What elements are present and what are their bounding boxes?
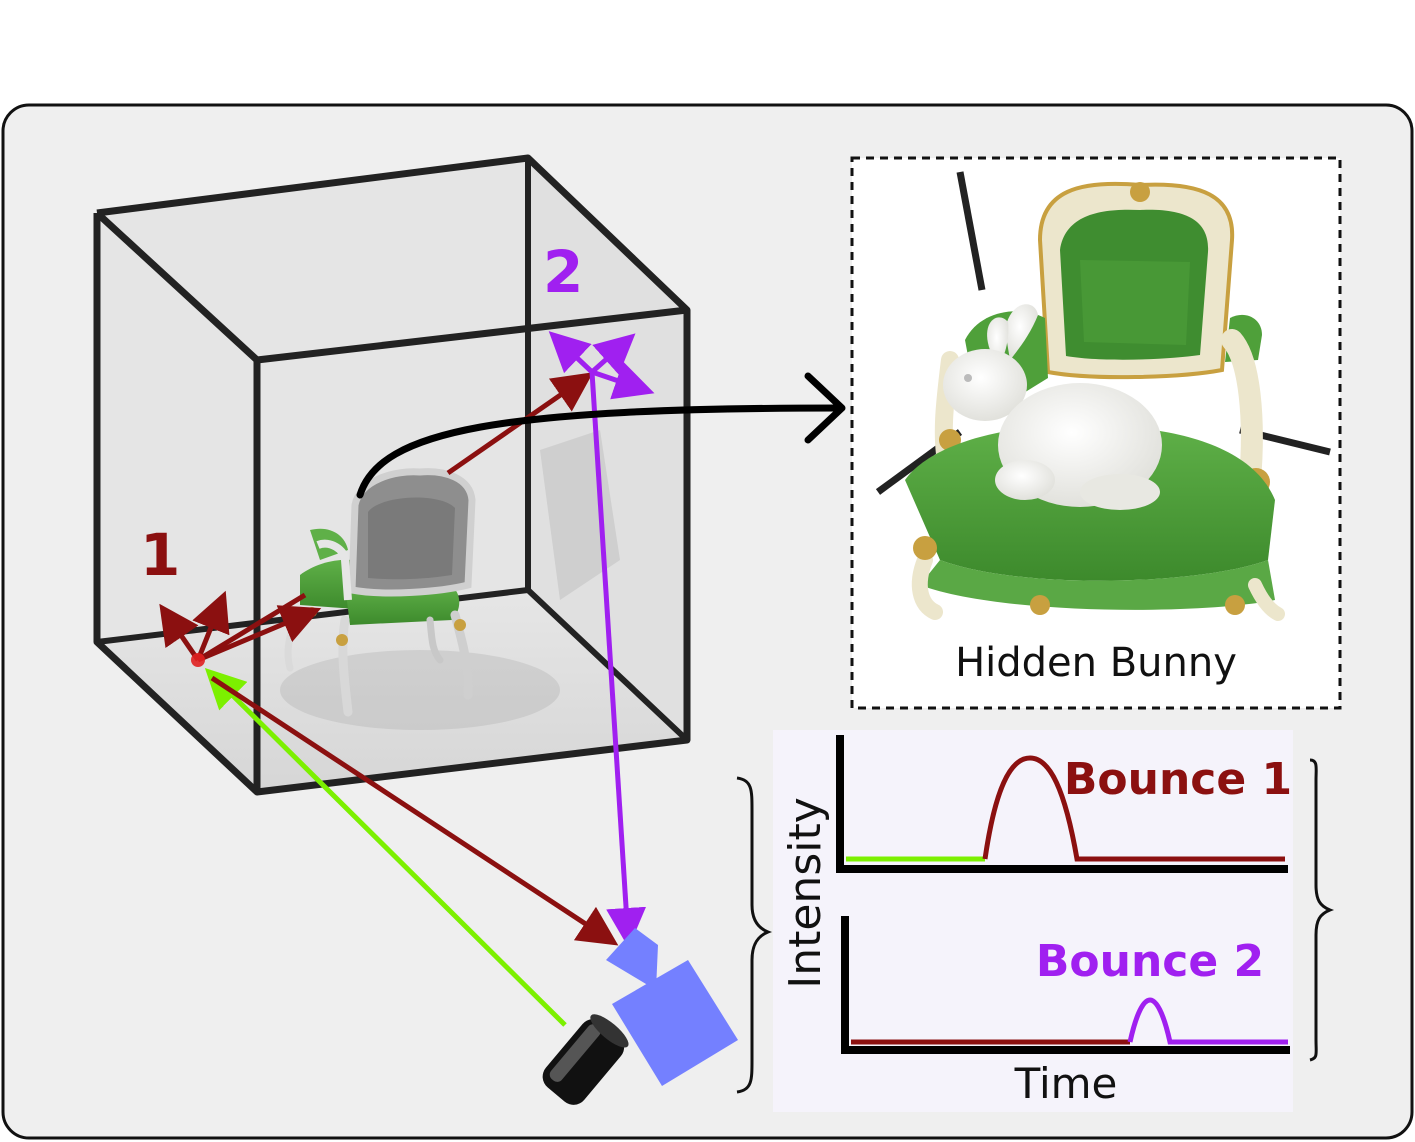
bounce1-pulse — [982, 755, 1285, 862]
y-axis-label: Intensity — [780, 797, 831, 989]
hidden-scene-inset: Hidden Bunny — [850, 156, 1342, 710]
zoom-arrow — [356, 404, 844, 499]
laser-spot — [191, 653, 205, 667]
bounce-point-2-label: 2 — [543, 238, 583, 306]
camera-icon — [606, 928, 738, 1086]
plot2-axes — [841, 916, 1290, 1054]
bunny-icon — [943, 304, 1162, 510]
laser-pointer-icon — [542, 1014, 629, 1105]
zoom-arrow-head — [804, 372, 846, 444]
x-axis-label: Time — [1014, 1059, 1118, 1108]
bounce2-pulse — [1127, 997, 1288, 1045]
light-paths — [159, 331, 655, 1027]
bounce2-return — [589, 371, 647, 948]
right-brace — [1309, 758, 1335, 1062]
bounce-point-1-label: 1 — [140, 521, 180, 589]
bounce1-return — [210, 675, 619, 946]
laser-beam — [204, 667, 567, 1027]
bounce2-label: Bounce 2 — [1036, 936, 1264, 987]
plot1-axes — [836, 735, 1288, 873]
transient-plots: Bounce 1 Bounce 2 Intensity Time — [736, 730, 1335, 1112]
hidden-bunny-caption: Hidden Bunny — [955, 640, 1237, 686]
left-brace — [736, 776, 773, 1094]
bounce1-label: Bounce 1 — [1064, 754, 1292, 805]
